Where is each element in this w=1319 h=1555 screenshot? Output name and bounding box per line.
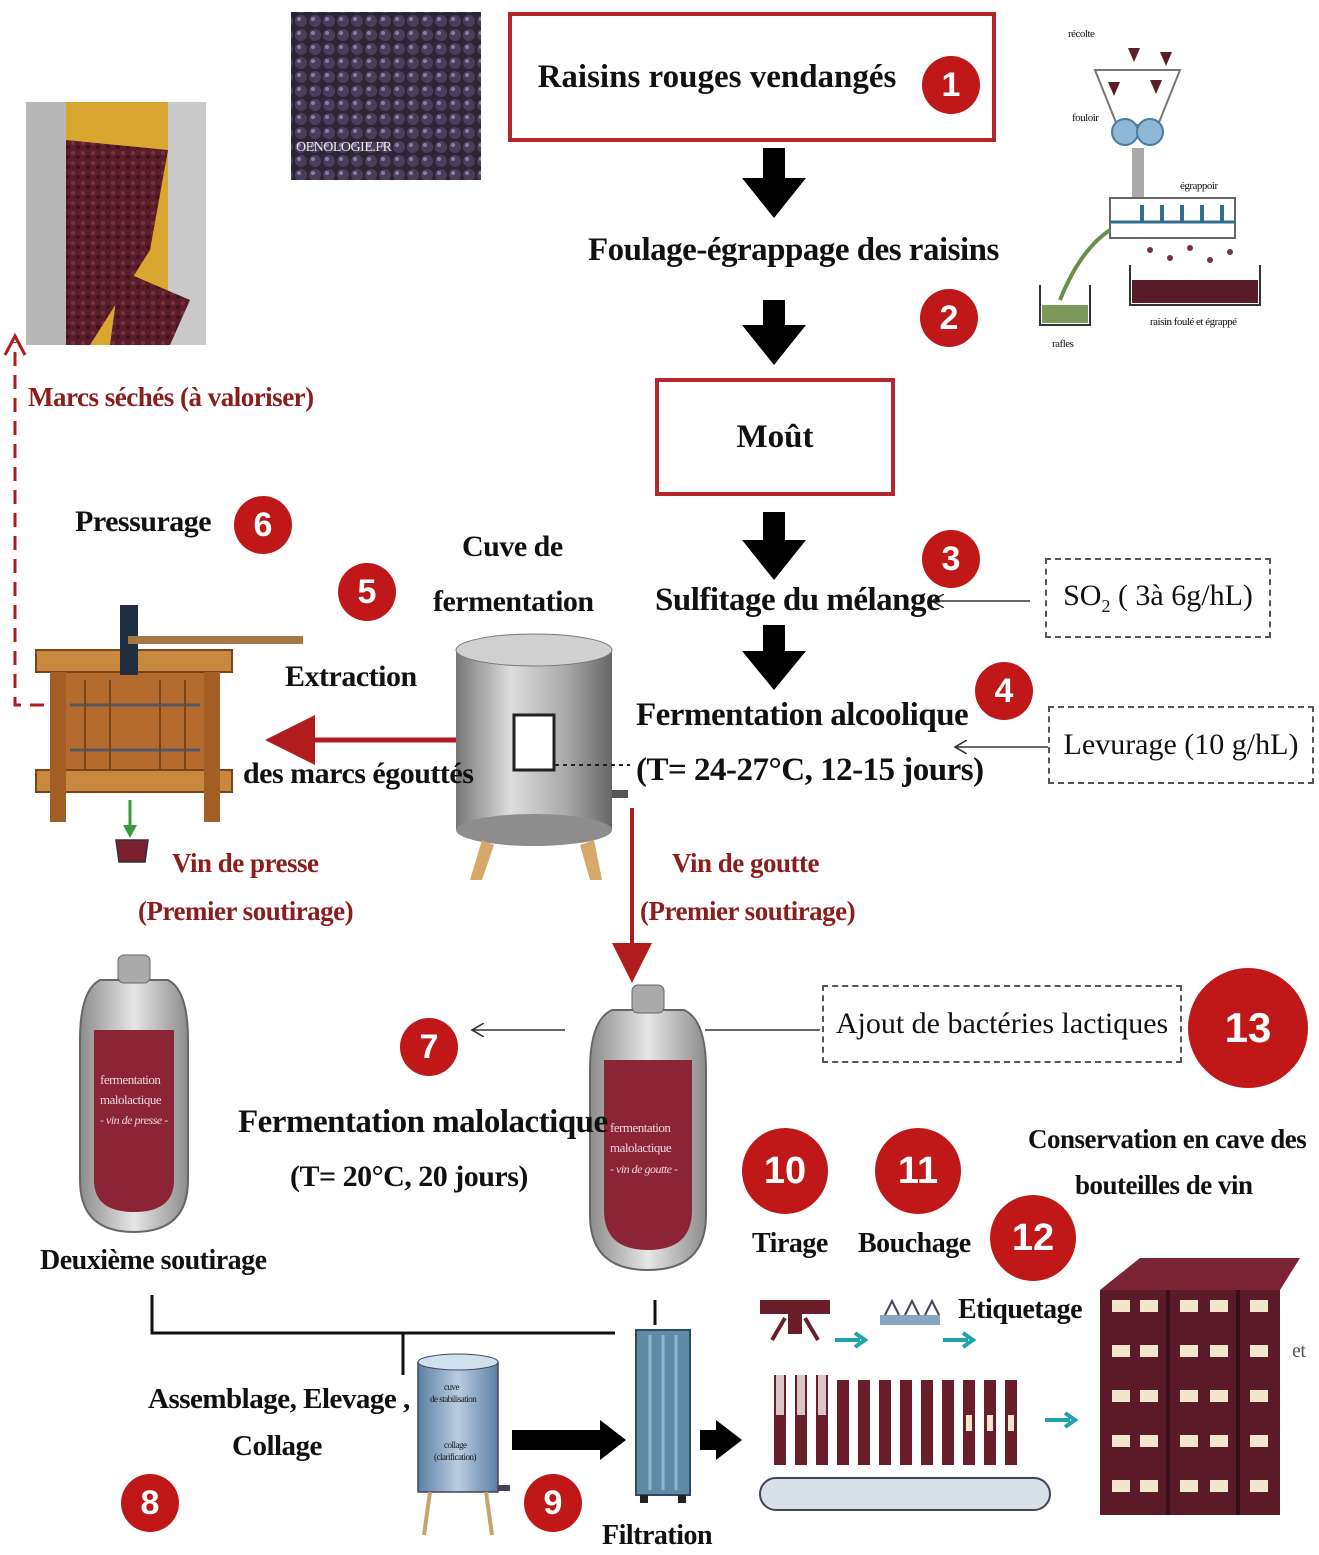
step-8-line2: Collage [232, 1430, 322, 1462]
assemblage-bracket [150, 1295, 657, 1375]
grapes-photo [291, 12, 481, 180]
fermentation-tank-illustration [455, 633, 630, 880]
step-8-badge: 8 [121, 1474, 179, 1532]
step-1-label: Raisins rouges vendangés [537, 58, 897, 95]
step-10-badge: 10 [742, 1128, 828, 1214]
stabilisation-tank-illustration [417, 1353, 510, 1536]
tank-label-line2: fermentation [433, 585, 594, 618]
yeast-input-box: Levurage (10 g/hL) [1048, 706, 1314, 784]
arrow-8-9 [512, 1420, 626, 1460]
step-5-line2: des marcs égouttés [243, 757, 474, 790]
wine-rack-illustration [1100, 1258, 1300, 1515]
yeast-input-text: Levurage (10 g/hL) [1063, 728, 1299, 761]
step-5-line1: Extraction [285, 660, 417, 693]
crusher-label-result: raisin foulé et égrappé [1150, 316, 1237, 328]
drop-wine-line2: (Premier soutirage) [640, 896, 856, 926]
vat-left-illustration [79, 954, 189, 1234]
crusher-label-stems: rafles [1052, 338, 1074, 350]
bottling-line-illustration [759, 1298, 1079, 1511]
stab-tank-label-3: collage [444, 1440, 467, 1450]
vat-right-label-3: - vin de goutte - [610, 1162, 678, 1176]
arrow-3-4 [742, 625, 806, 690]
bacteria-input-text: Ajout de bactéries lactiques [835, 1007, 1169, 1040]
step-12-label: Etiquetage [958, 1294, 1083, 1325]
step-2-label: Foulage-égrappage des raisins [588, 232, 999, 268]
press-wine-line1: Vin de presse [172, 848, 319, 878]
crusher-label-harvest: récolte [1068, 28, 1095, 40]
arrow-2-must [742, 300, 806, 365]
step-4-line2: (T= 24-27°C, 12-15 jours) [636, 752, 984, 788]
step-3-label: Sulfitage du mélange [655, 582, 941, 618]
vat-left-label-1: fermentation [100, 1072, 161, 1087]
stab-tank-label-2: de stabilisation [430, 1394, 477, 1404]
marcs-label: Marcs séchés (à valoriser) [28, 382, 314, 412]
arrow-must-3 [742, 512, 806, 580]
pomace-photo [26, 102, 206, 345]
vat-left-label-3: - vin de presse - [100, 1113, 168, 1127]
so2-input-box: SO2 ( 3à 6g/hL) [1045, 558, 1271, 638]
step-2-badge: 2 [920, 289, 978, 347]
must-label: Moût [736, 418, 814, 455]
step-4-badge: 4 [975, 662, 1033, 720]
step-3-badge: 3 [922, 530, 980, 588]
bacteria-input-box: Ajout de bactéries lactiques [822, 985, 1182, 1063]
step-11-badge: 11 [875, 1128, 961, 1214]
step-12-badge: 12 [990, 1195, 1076, 1281]
vat-right-label-2: malolactique [610, 1140, 672, 1155]
step-7-line1: Fermentation malolactique [238, 1104, 608, 1140]
step-7-badge: 7 [400, 1018, 458, 1076]
step-1-box: Raisins rouges vendangés [508, 12, 996, 142]
step-13-line1: Conservation en cave des [1028, 1124, 1307, 1154]
step-1-badge: 1 [922, 56, 980, 114]
step-9-label: Filtration [602, 1520, 713, 1551]
stab-tank-label-4: (clarification) [434, 1452, 476, 1462]
so2-input-text: SO2 ( 3à 6g/hL) [1063, 579, 1253, 616]
drop-wine-line1: Vin de goutte [672, 848, 820, 878]
step-5-badge: 5 [338, 563, 396, 621]
edge-mark: et [1292, 1340, 1306, 1362]
tank-label-line1: Cuve de [462, 530, 563, 563]
arrow-1-2 [742, 148, 806, 218]
marcs-dried-dashed-arrow [13, 342, 44, 707]
step-6-badge: 6 [234, 496, 292, 554]
step-4-line1: Fermentation alcoolique [636, 697, 969, 733]
step-13-line2: bouteilles de vin [1075, 1170, 1253, 1200]
second-racking-label: Deuxième soutirage [40, 1245, 267, 1276]
step-9-badge: 9 [524, 1474, 582, 1532]
step-6-label: Pressurage [75, 505, 212, 538]
step-8-line1: Assemblage, Elevage , [148, 1383, 410, 1415]
step-11-label: Bouchage [858, 1228, 971, 1259]
stab-tank-label-1: cuve [444, 1382, 460, 1392]
step-10-label: Tirage [752, 1228, 828, 1259]
vat-left-label-2: malolactique [100, 1092, 162, 1107]
arrow-9-10 [700, 1420, 742, 1460]
step-7-line2: (T= 20°C, 20 jours) [290, 1160, 528, 1193]
must-box: Moût [655, 378, 895, 496]
crusher-label-destemmer: égrappoir [1180, 180, 1218, 192]
vat-right-label-1: fermentation [610, 1120, 671, 1135]
crusher-label-crusher: fouloir [1072, 112, 1099, 124]
crusher-destemmer-illustration [1039, 48, 1261, 326]
vat-right-illustration [589, 984, 707, 1272]
press-wine-line2: (Premier soutirage) [138, 896, 354, 926]
step-13-badge: 13 [1188, 968, 1308, 1088]
wine-press-illustration [35, 605, 303, 863]
grapes-watermark: OENOLOGIE.FR [296, 140, 392, 155]
filter-illustration [635, 1329, 691, 1503]
